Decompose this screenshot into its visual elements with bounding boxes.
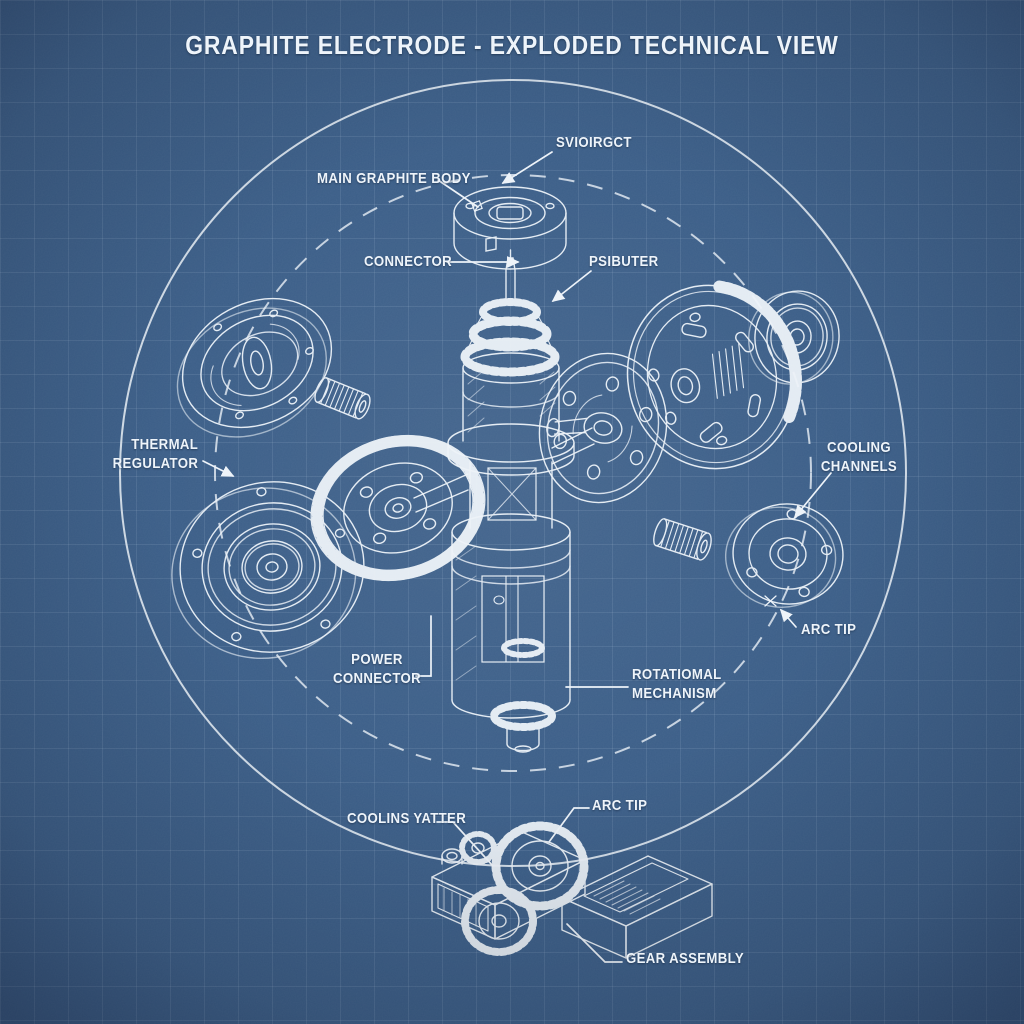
label-svioirgct: SVIOIRGCT bbox=[556, 134, 632, 151]
label-connector: CONNECTOR bbox=[364, 253, 452, 270]
label-coolins-yatter: COOLINS YATTER bbox=[347, 810, 467, 827]
label-main-graphite-body: MAIN GRAPHITE BODY bbox=[317, 170, 471, 187]
label-gear-assembly: GEAR ASSEMBLY bbox=[626, 950, 745, 967]
label-power-connector: POWER CONNECTOR bbox=[333, 651, 421, 687]
label-thermal-regulator: THERMAL REGULATOR bbox=[112, 436, 198, 472]
label-arc-tip-bottom: ARC TIP bbox=[592, 797, 648, 814]
label-cooling-channels: COOLING CHANNELS bbox=[820, 439, 898, 475]
diagram-title: GRAPHITE ELECTRODE - EXPLODED TECHNICAL … bbox=[185, 30, 839, 60]
label-arc-tip-right: ARC TIP bbox=[801, 621, 857, 638]
label-psibuter: PSIBUTER bbox=[589, 253, 659, 270]
label-rotational-mechanism: ROTATIOMAL MECHANISM bbox=[632, 666, 722, 702]
